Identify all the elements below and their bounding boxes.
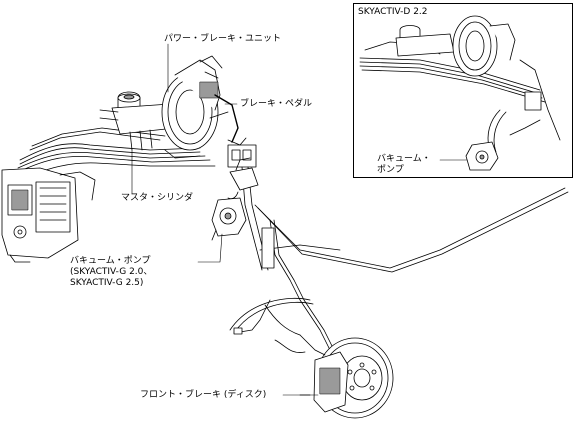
label-vacuum-pump-d-line2: ポンプ	[377, 165, 404, 175]
power-brake-unit	[161, 55, 223, 159]
inset-title: SKYACTIV-D 2.2	[358, 7, 428, 17]
front-brake-disc	[299, 334, 394, 419]
inset-skyactiv-d: SKYACTIV-D 2.2	[353, 3, 573, 178]
brake-pedal	[209, 94, 247, 146]
abs-hydraulic-unit	[1, 167, 96, 263]
master-cylinder	[99, 91, 176, 151]
label-master-cylinder: マスタ・シリンダ	[121, 193, 194, 203]
label-front-brake: フロント・ブレーキ (ディスク)	[140, 390, 267, 400]
rear-brake-line	[254, 187, 569, 273]
sensor-wiring	[233, 299, 306, 353]
inset-skyactiv-d-drawing	[359, 15, 561, 171]
label-vacuum-pump-g-line3: SKYACTIV-G 2.5)	[70, 278, 144, 288]
label-vacuum-pump-g-line1: バキューム・ポンプ	[70, 256, 151, 266]
leader-lines	[131, 43, 319, 396]
vacuum-pump-g	[211, 157, 259, 241]
label-vacuum-pump-g-line2: (SKYACTIV-G 2.0、	[70, 267, 153, 277]
label-brake-pedal: ブレーキ・ペダル	[240, 99, 313, 109]
label-vacuum-pump-g: バキューム・ポンプ (SKYACTIV-G 2.0、 SKYACTIV-G 2.…	[70, 256, 152, 289]
label-vacuum-pump-d-line1: バキューム・	[377, 154, 431, 164]
front-brake-hose	[229, 219, 335, 351]
label-vacuum-pump-d: バキューム・ ポンプ	[377, 154, 431, 176]
label-power-brake-unit: パワー・ブレーキ・ユニット	[164, 34, 282, 44]
